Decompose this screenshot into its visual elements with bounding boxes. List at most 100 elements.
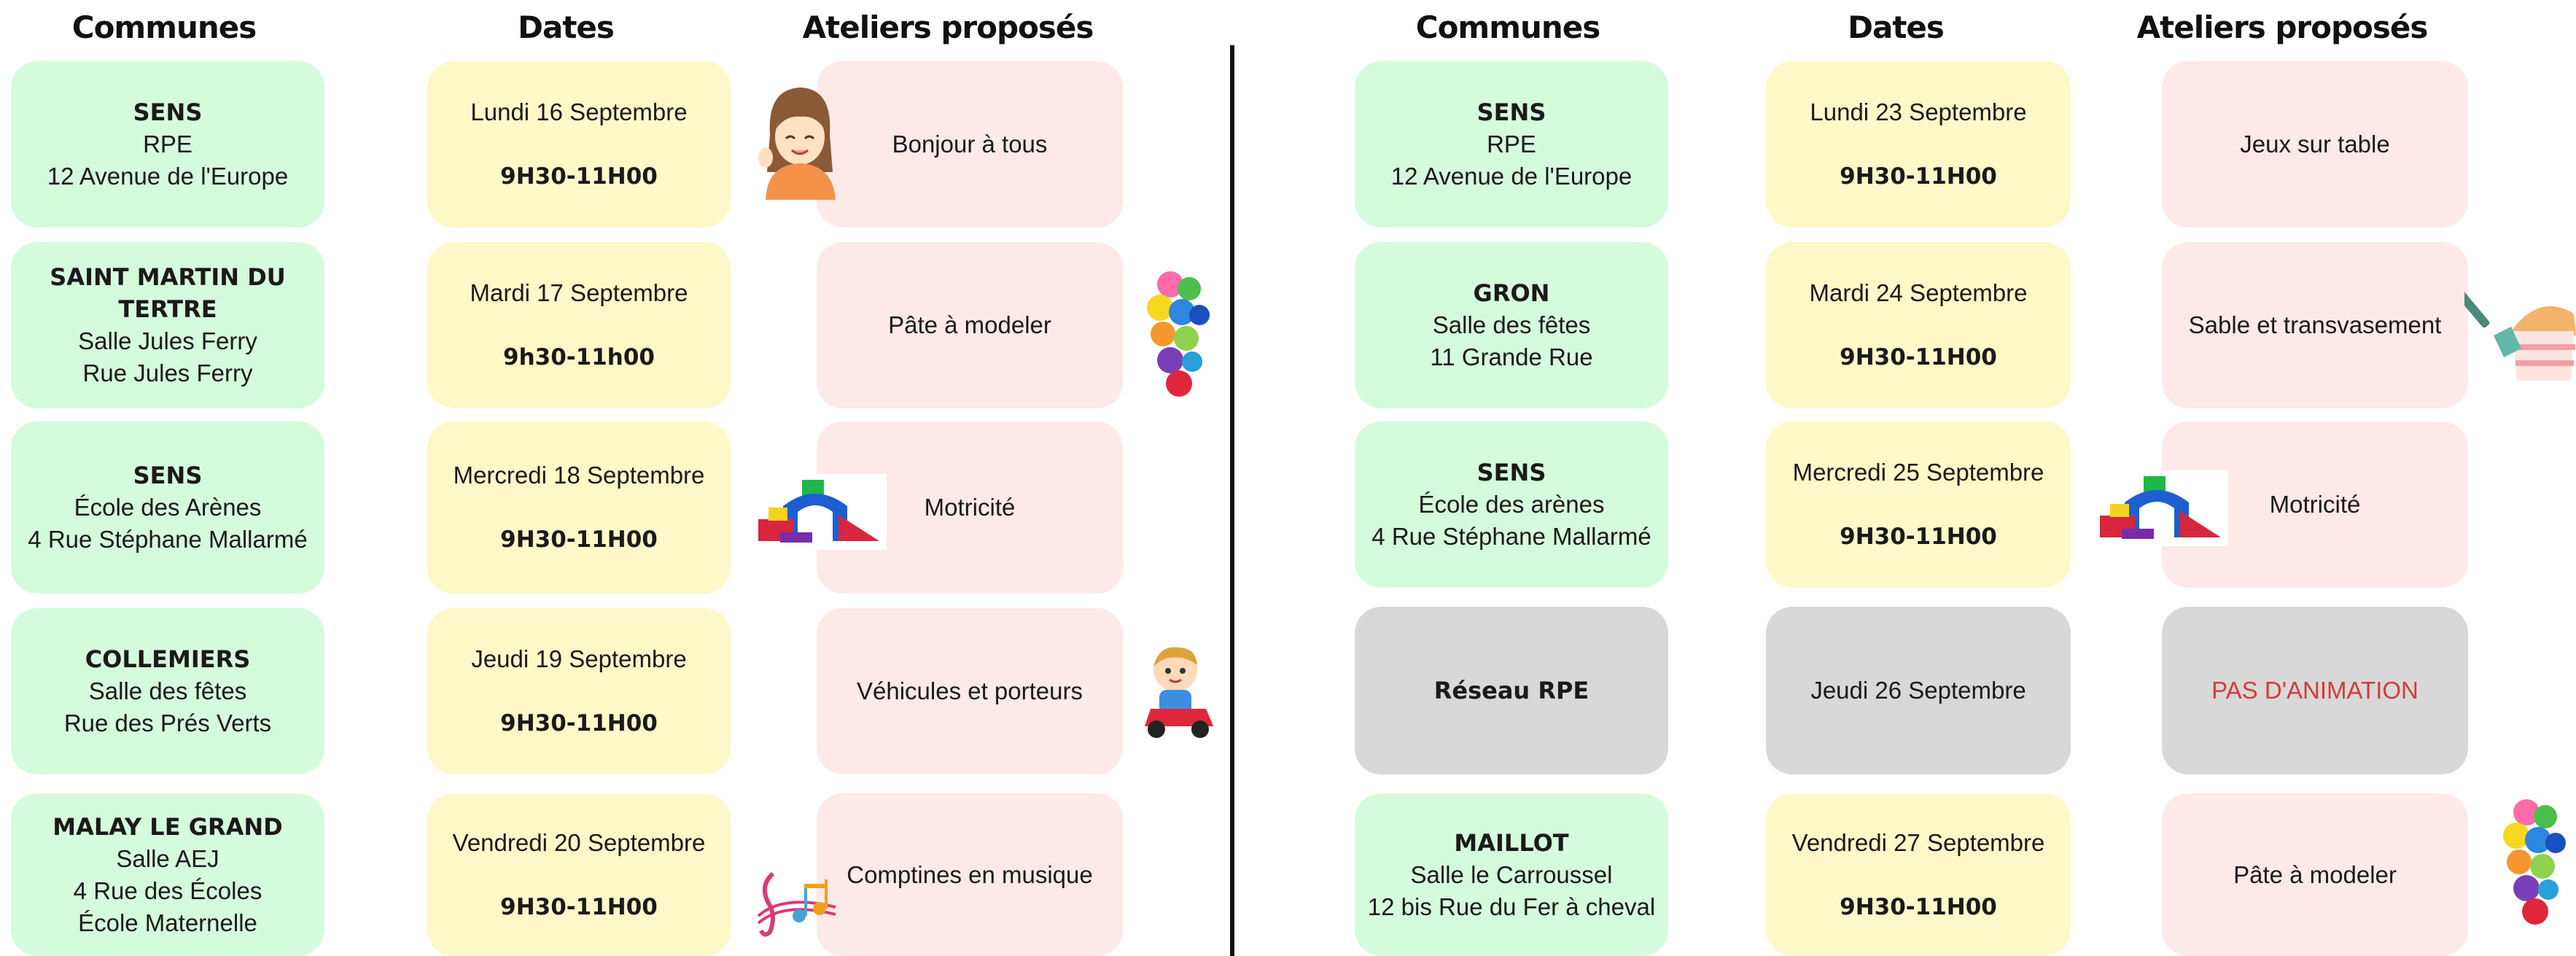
commune-name: MAILLOT [1454,828,1569,857]
header-dates-right: Dates [1848,9,1945,45]
atelier-text: Sable et transvasement [2188,311,2442,338]
atelier-text: Motricité [2269,491,2361,518]
time-text: 9H30-11H00 [1840,344,1997,370]
commune-place: RPE [143,131,192,158]
atelier-text: Véhicules et porteurs [856,677,1083,704]
header-communes-right: Communes [1415,9,1601,45]
commune-card: MAILLOT Salle le Carroussel 12 bis Rue d… [1355,793,1668,956]
header-ateliers-left: Ateliers proposés [802,9,1094,45]
time-text: 9H30-11H00 [500,893,658,920]
commune-extra: École Maternelle [78,909,257,936]
baby-car-icon [1145,647,1213,738]
atelier-card: Pâte à modeler [2162,793,2468,956]
commune-address: 12 Avenue de l'Europe [47,163,289,190]
time-text: 9H30-11H00 [1840,524,1997,550]
atelier-card: Bonjour à tous [817,61,1123,228]
modeling-clay-icon [1147,271,1210,397]
commune-address: 11 Grande Rue [1430,343,1593,370]
commune-address: 4 Rue Stéphane Mallarmé [28,526,308,553]
date-text: Vendredi 20 Septembre [452,828,706,856]
date-text: Vendredi 27 Septembre [1791,828,2045,856]
music-notes-icon [757,871,836,937]
commune-name: SENS [1476,459,1546,486]
date-text: Mardi 24 Septembre [1809,279,2028,306]
time-text: 9H30-11H00 [1840,893,1997,920]
commune-place: Salle le Carroussel [1410,860,1613,888]
commune-name: SAINT MARTIN DU TERTRE [50,263,286,323]
header-communes-left: Communes [71,9,257,45]
time-text: 9H30-11H00 [500,710,658,737]
commune-name: MALAY LE GRAND [52,812,283,841]
commune-card: SENS RPE 12 Avenue de l'Europe [11,61,324,228]
date-text: Mercredi 25 Septembre [1792,459,2044,486]
atelier-card: PAS D'ANIMATION [2162,607,2468,774]
commune-name: GRON [1473,279,1550,307]
commune-card: SAINT MARTIN DU TERTRE Salle Jules Ferry… [11,242,324,408]
commune-card: SENS École des arènes 4 Rue Stéphane Mal… [1355,421,1668,588]
atelier-card: Comptines en musique [817,793,1123,956]
commune-name: SENS [133,462,203,489]
atelier-text: Pâte à modeler [2233,860,2397,888]
no-animation-text: PAS D'ANIMATION [2211,677,2419,704]
motor-play-blocks-icon [2093,470,2228,546]
time-text: 9h30-11h00 [503,344,655,370]
commune-place: RPE [1487,131,1536,158]
atelier-card: Pâte à modeler [817,242,1123,408]
date-card: Mercredi 25 Septembre 9H30-11H00 [1766,421,2071,588]
atelier-text: Pâte à modeler [888,311,1051,338]
date-card: Lundi 16 Septembre 9H30-11H00 [427,61,731,228]
date-text: Jeudi 19 Septembre [471,645,687,672]
date-card: Mercredi 18 Septembre 9H30-11H00 [427,421,731,594]
atelier-text: Motricité [924,494,1016,521]
date-card: Mardi 24 Septembre 9H30-11H00 [1766,242,2071,408]
commune-address: Rue Jules Ferry [82,360,253,386]
commune-address: 4 Rue des Écoles [73,877,262,904]
commune-card: MALAY LE GRAND Salle AEJ 4 Rue des École… [11,793,324,956]
waving-girl-icon [758,88,836,200]
date-card: Jeudi 19 Septembre 9H30-11H00 [427,608,731,774]
commune-address: 12 bis Rue du Fer à cheval [1367,893,1656,920]
header-ateliers-right: Ateliers proposés [2136,9,2429,45]
commune-place: Salle des fêtes [1432,311,1591,338]
date-text: Lundi 16 Septembre [470,98,688,125]
date-text: Jeudi 26 Septembre [1810,677,2026,704]
commune-card: SENS RPE 12 Avenue de l'Europe [1355,61,1668,228]
commune-address: 4 Rue Stéphane Mallarmé [1371,523,1651,550]
date-card: Vendredi 27 Septembre 9H30-11H00 [1766,793,2071,956]
atelier-text: Jeux sur table [2240,131,2390,158]
commune-address: 12 Avenue de l'Europe [1390,163,1633,190]
date-text: Lundi 23 Septembre [1810,98,2027,125]
motor-play-blocks-icon [751,474,887,550]
commune-card: COLLEMIERS Salle des fêtes Rue des Prés … [11,608,324,774]
commune-place: Salle des fêtes [88,677,247,704]
column-divider [1230,45,1234,956]
date-card: Lundi 23 Septembre 9H30-11H00 [1766,61,2071,228]
commune-place: Salle Jules Ferry [78,327,257,354]
sand-bucket-icon [2464,290,2576,381]
commune-place: École des Arènes [74,494,262,521]
time-text: 9H30-11H00 [500,526,658,553]
date-card: Jeudi 26 Septembre [1766,607,2071,774]
time-text: 9H30-11H00 [1840,163,1997,190]
commune-name: SENS [133,98,203,126]
header-dates-left: Dates [518,9,615,45]
atelier-text: Bonjour à tous [892,131,1048,158]
commune-card: SENS École des Arènes 4 Rue Stéphane Mal… [11,421,324,594]
commune-place: Salle AEJ [116,844,219,872]
commune-card: GRON Salle des fêtes 11 Grande Rue [1355,242,1668,408]
time-text: 9H30-11H00 [500,163,658,190]
modeling-clay-icon [2503,799,2566,925]
commune-address: Rue des Prés Verts [63,710,272,737]
date-text: Mercredi 18 Septembre [453,462,705,489]
commune-name: SENS [1476,98,1546,126]
atelier-card: Jeux sur table [2162,61,2468,228]
atelier-text: Comptines en musique [847,860,1093,888]
commune-name: COLLEMIERS [85,645,251,673]
commune-name: Réseau RPE [1433,677,1589,704]
atelier-card: Véhicules et porteurs [817,608,1123,774]
date-card: Mardi 17 Septembre 9h30-11h00 [427,242,731,408]
date-text: Mardi 17 Septembre [470,279,688,306]
commune-place: École des arènes [1418,491,1605,518]
atelier-card: Sable et transvasement [2162,242,2468,408]
date-card: Vendredi 20 Septembre 9H30-11H00 [427,793,731,956]
